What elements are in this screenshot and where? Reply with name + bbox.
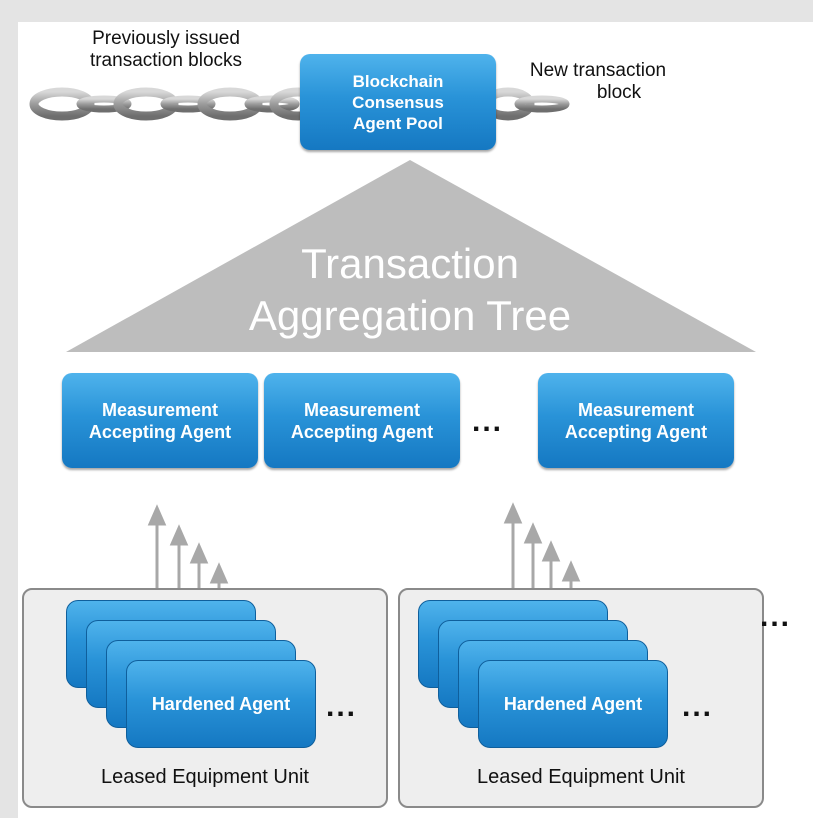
chain-label-left-line2: transaction blocks [89,50,243,71]
chain-link [76,95,132,113]
consensus-pool-line1: Blockchain [352,71,444,91]
measurement-agent-line1: Measurement [303,399,421,420]
equipment-units-ellipsis: ... [760,600,792,633]
measurement-agent-2: Measurement Accepting Agent [264,373,460,468]
tree-title-line2: Aggregation Tree [248,292,572,339]
chain-links-left [29,87,327,121]
hardened-agents-ellipsis-2: ... [682,690,714,723]
measurement-agent-line2: Accepting Agent [290,421,434,442]
hardened-agents-ellipsis-1: ... [326,690,358,723]
equipment-unit-label-2: Leased Equipment Unit [477,766,685,788]
equipment-unit-label-1: Leased Equipment Unit [101,766,309,788]
chain-label-right: New transaction block [498,60,698,104]
chain-link [514,95,570,113]
chain-label-right-line1: New transaction [529,60,667,81]
chain-link [160,95,216,113]
chain-label-left: Previously issued transaction blocks [56,28,276,72]
measurement-agent-line1: Measurement [577,399,695,420]
chain-link [29,87,95,121]
hardened-agent-label: Hardened Agent [503,693,643,714]
tree-title-line1: Transaction [301,240,519,287]
chain-label-left-line1: Previously issued [92,28,240,49]
measurement-agent-3: Measurement Accepting Agent [538,373,734,468]
measurement-agents-ellipsis: ... [472,405,504,438]
frame-border-left [0,0,18,818]
measurement-agent-line2: Accepting Agent [564,421,708,442]
hardened-agent-2: Hardened Agent [478,660,668,748]
measurement-agent-line1: Measurement [101,399,219,420]
consensus-pool-line3: Agent Pool [353,113,443,133]
frame-border-top [0,0,813,22]
hardened-agent-1: Hardened Agent [126,660,316,748]
consensus-pool-line2: Consensus [352,92,444,112]
measurement-agent-line2: Accepting Agent [88,421,232,442]
aggregation-tree-triangle [66,160,756,352]
hardened-agent-label: Hardened Agent [151,693,291,714]
chain-label-right-line2: block [596,82,642,103]
chain-link [197,87,263,121]
measurement-agent-1: Measurement Accepting Agent [62,373,258,468]
tree-title: Transaction Aggregation Tree [140,238,680,342]
chain-link [113,87,179,121]
blockchain-consensus-agent-pool: Blockchain Consensus Agent Pool [300,54,496,150]
